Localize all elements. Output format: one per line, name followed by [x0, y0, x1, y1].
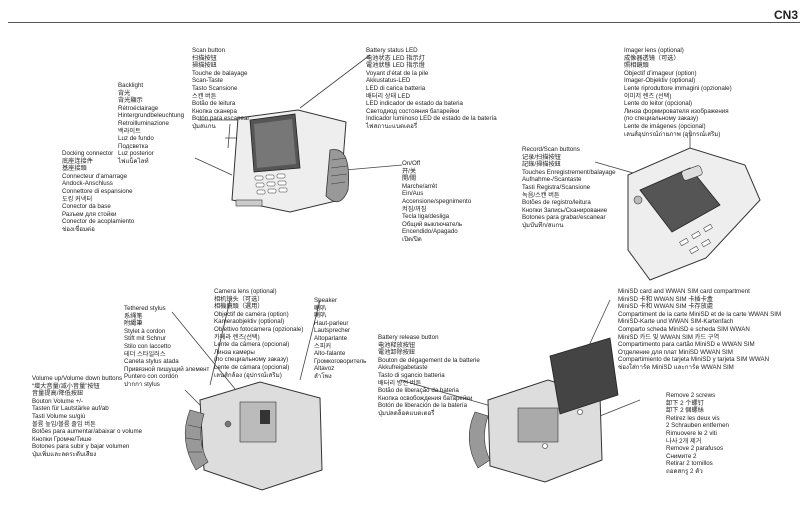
handheld-back-icon: [184, 381, 323, 491]
model-label: CN3: [773, 8, 798, 22]
callout-sim-compartment: MiniSD card and WWAN SIM card compartmen…: [618, 288, 782, 371]
handheld-battery-open-icon: [468, 337, 619, 483]
callout-camera-lens: Camera lens (optional)相机镜头（可选）相機鏡頭（選用）Ob…: [214, 288, 304, 379]
handheld-front-icon: [231, 109, 349, 213]
header-rule: [8, 22, 800, 23]
handheld-angled-icon: [627, 147, 761, 281]
callout-volume: Volume up/Volume down buttons“增大音量/减小音量”…: [32, 375, 143, 458]
